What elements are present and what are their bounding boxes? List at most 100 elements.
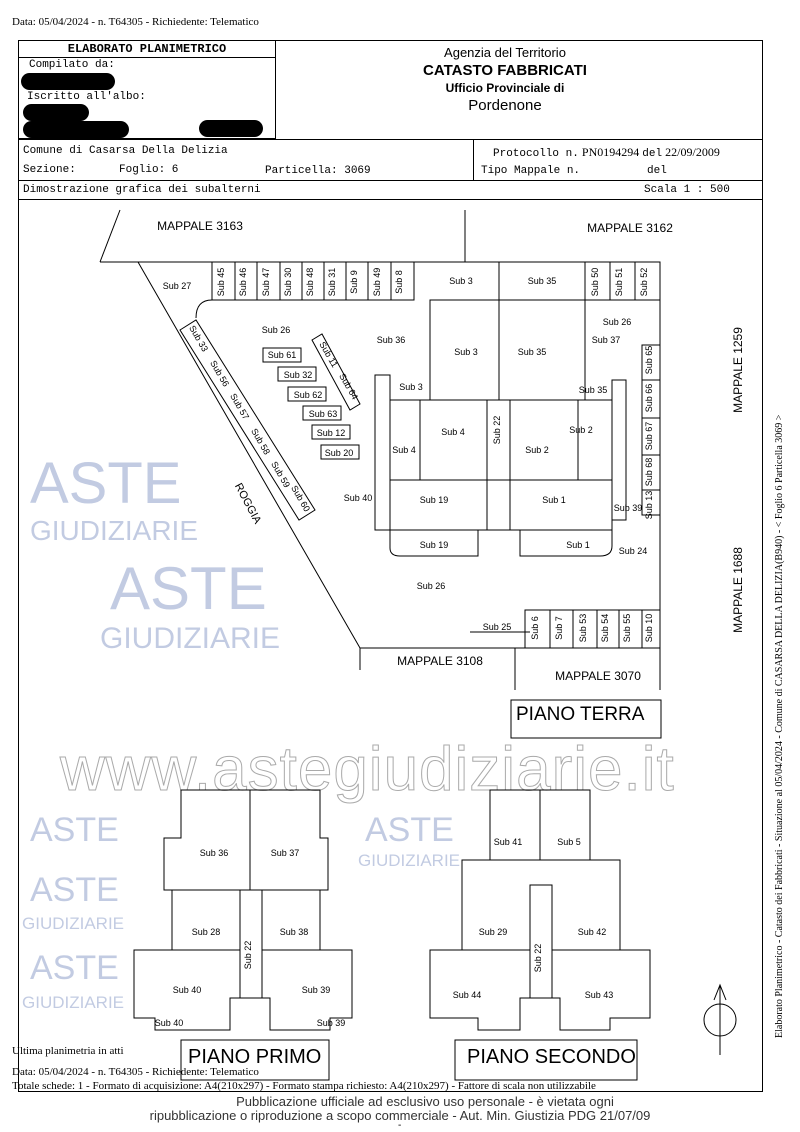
subalterno-label: Sub 62 [294,390,323,400]
subalterno-label: Sub 68 [644,458,654,487]
subalterno-label: Sub 2 [525,445,549,455]
protocollo: Protocollo n. PN0194294 del 22/09/2009 [493,145,720,160]
side-note: Elaborato Planimetrico - Catasto dei Fab… [774,414,785,1038]
agency-header: Agenzia del Territorio CATASTO FABBRICAT… [400,45,610,114]
tipo-del: del [647,165,667,177]
subalterno-label: Sub 8 [394,270,404,294]
subalterno-label: Sub 36 [377,335,406,345]
sezione: Sezione: [23,164,76,176]
subalterno-label: Sub 45 [216,268,226,297]
subalterno-label: Sub 37 [271,848,300,858]
subalterno-label: Sub 9 [349,270,359,294]
subalterno-label: Sub 4 [392,445,416,455]
subalterno-label: Sub 10 [644,614,654,643]
document-title: ELABORATO PLANIMETRICO [19,41,275,58]
subalterno-label: Sub 66 [644,384,654,413]
subalterno-label: Sub 65 [644,346,654,375]
plan-area-label: MAPPALE 3163 [157,219,243,233]
top-info-line: Data: 05/04/2024 - n. T64305 - Richieden… [12,16,259,28]
subalterno-label: Sub 61 [268,350,297,360]
subalterno-label: Sub 47 [261,268,271,297]
particella: Particella: 3069 [265,165,371,177]
watermark-giudiziarie: GIUDIZIARIE [100,622,281,655]
scale-label: Scala 1 : 500 [644,184,730,196]
subalterno-label: Sub 31 [327,268,337,297]
page-dash: - [398,1120,402,1131]
redacted-field [23,121,129,138]
subalterno-label: Sub 41 [494,837,523,847]
plan-area-label: MAPPALE 3070 [555,669,641,683]
subalterno-label: Sub 51 [614,268,624,297]
del-label: del [642,148,663,160]
subalterno-label: Sub 7 [554,616,564,640]
subalterno-label: Sub 42 [578,927,607,937]
subalterno-label: Sub 30 [283,268,293,297]
watermark-giudiziarie: GIUDIZIARIE [358,851,461,870]
subalterno-label: Sub 49 [372,268,382,297]
subalterno-label: Sub 19 [420,540,449,550]
subalterno-label: Sub 59 [269,460,292,490]
subalterno-label: Sub 39 [317,1018,346,1028]
watermark-giudiziarie: GIUDIZIARIE [22,993,125,1012]
subalterno-label: Sub 48 [305,268,315,297]
subalterno-label: Sub 44 [453,990,482,1000]
plan-area-label: ROGGIA [232,481,264,526]
compilato-label: Compilato da: [29,59,115,71]
floor-label-piano-primo: PIANO PRIMO [188,1046,322,1068]
subalterno-label: Sub 38 [280,927,309,937]
ultima-planimetria: Ultima planimetria in atti [12,1045,124,1057]
watermark-aste: ASTE [110,555,267,622]
subalterno-label: Sub 52 [639,268,649,297]
subalterno-label: Sub 12 [317,428,346,438]
subalterno-label: Sub 43 [585,990,614,1000]
protocollo-date: 22/09/2009 [665,145,720,159]
subalterno-label: Sub 13 [644,491,654,520]
subalterno-label: Sub 57 [228,392,251,422]
subalterno-label: Sub 3 [449,276,473,286]
subalterno-label: Sub 33 [187,324,210,354]
subalterno-label: Sub 40 [344,493,373,503]
subalterno-label: Sub 24 [619,546,648,556]
footer-totale: Totale schede: 1 - Formato di acquisizio… [12,1080,596,1092]
watermark-aste: ASTE [30,451,182,516]
subalterno-label: Sub 11 [317,340,340,369]
tipo-mappale: Tipo Mappale n. [481,165,581,177]
subalterno-label: Sub 40 [173,985,202,995]
notice-line-1: Pubblicazione ufficiale ad esclusivo uso… [236,1094,614,1109]
catasto-title: CATASTO FABBRICATI [423,62,587,79]
watermark-aste: ASTE [30,871,119,909]
watermark-giudiziarie: GIUDIZIARIE [30,515,199,546]
subalterno-label: Sub 26 [262,325,291,335]
subalterno-label: Sub 63 [309,409,338,419]
subalterno-label: Sub 1 [566,540,590,550]
redacted-field [199,120,263,137]
foglio: Foglio: 6 [119,164,179,176]
protocollo-label: Protocollo n. [493,148,579,160]
plan-area-label: MAPPALE 3108 [397,654,483,668]
subalterno-label: Sub 35 [579,385,608,395]
subalterno-label: Sub 28 [192,927,221,937]
watermark-aste: ASTE [365,811,454,849]
iscritto-label: Iscritto all'albo: [27,91,146,103]
subalterno-label: Sub 26 [603,317,632,327]
dimostrazione-label: Dimostrazione grafica dei subalterni [23,184,261,196]
subalterno-label: Sub 6 [530,616,540,640]
subalterno-label: Sub 35 [518,347,547,357]
subalterno-label: Sub 22 [533,944,543,973]
subalterno-label: Sub 22 [492,416,502,445]
subalterno-label: Sub 19 [420,495,449,505]
watermark-giudiziarie: GIUDIZIARIE [22,914,125,933]
subalterno-label: Sub 25 [483,622,512,632]
subalterno-label: Sub 40 [155,1018,184,1028]
subalterno-label: Sub 3 [454,347,478,357]
ufficio-label: Ufficio Provinciale di [445,81,565,95]
dimostrazione-row: Dimostrazione grafica dei subalterni Sca… [18,180,763,200]
subalterno-label: Sub 53 [578,614,588,643]
subalterno-label: Sub 50 [590,268,600,297]
subalterno-label: Sub 35 [528,276,557,286]
subalterno-label: Sub 1 [542,495,566,505]
notice-line-2: ripubblicazione o riproduzione a scopo c… [149,1108,651,1123]
info-row: Comune di Casarsa Della Delizia Sezione:… [18,139,763,181]
subalterno-label: Sub 29 [479,927,508,937]
